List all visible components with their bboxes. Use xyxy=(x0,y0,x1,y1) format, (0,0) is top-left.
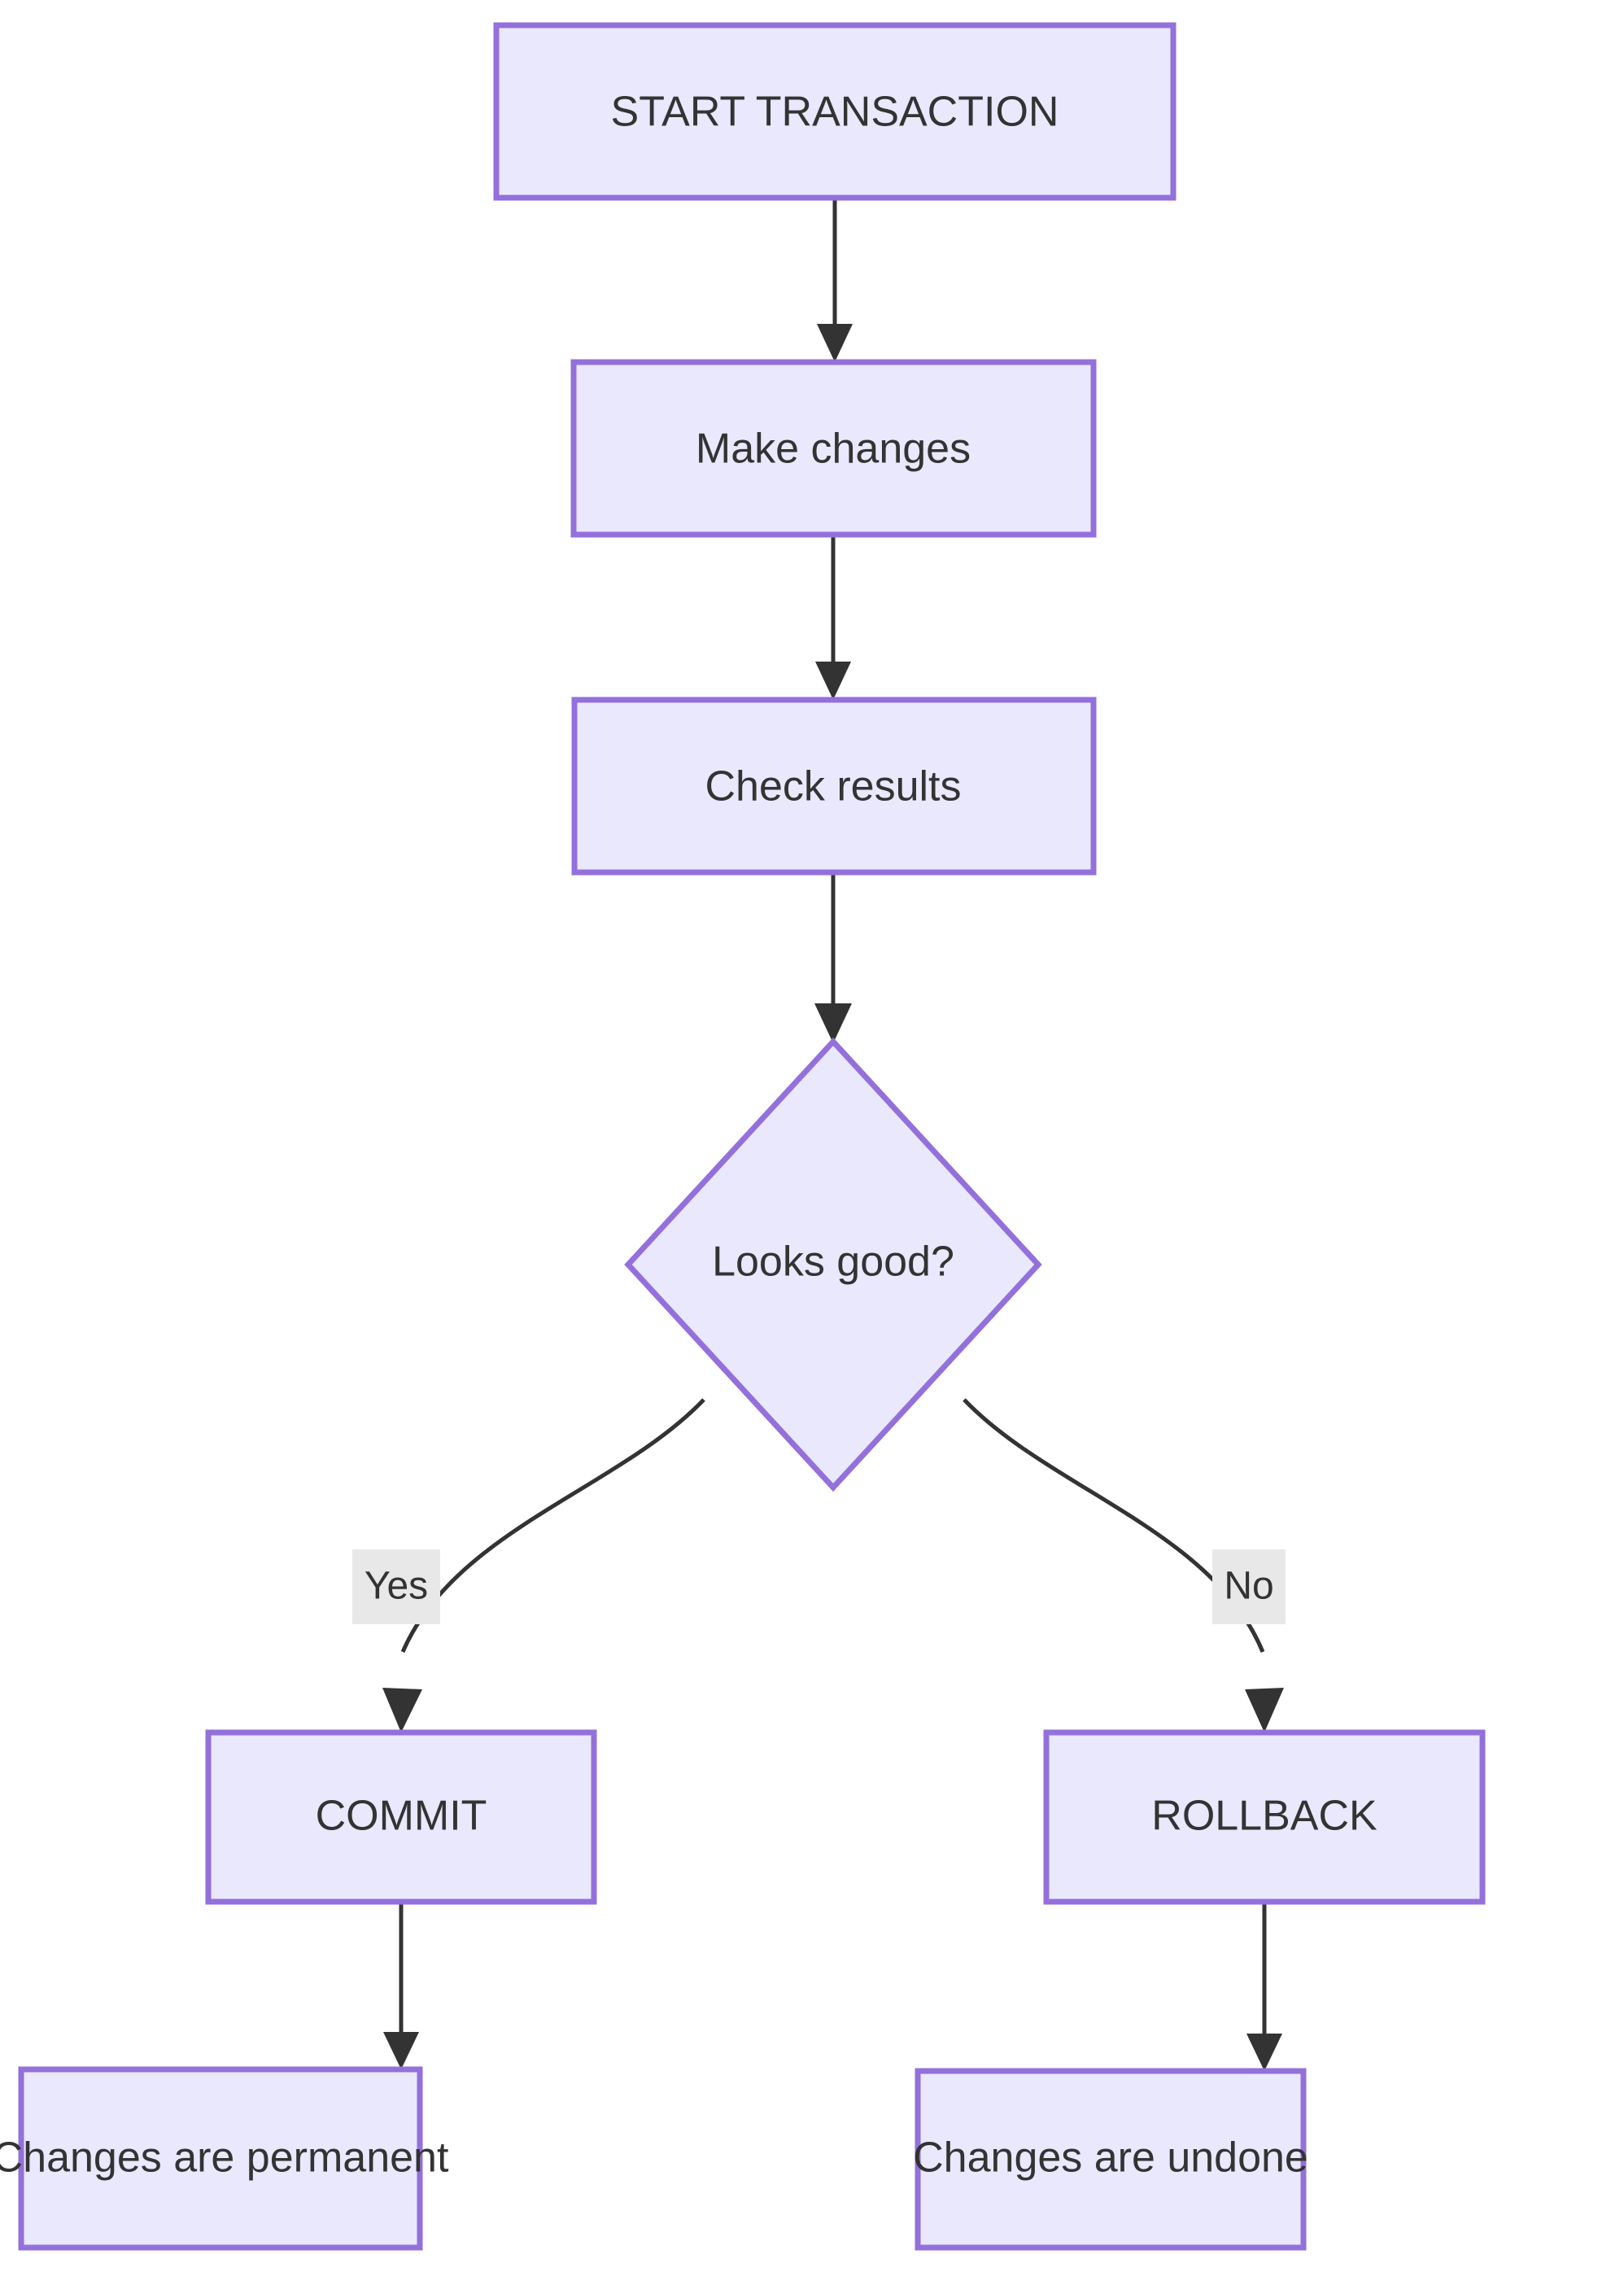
node-changes-are-undone[interactable]: Changes are undone xyxy=(913,2068,1308,2251)
node-box[interactable] xyxy=(205,1729,597,1905)
node-make-changes[interactable]: Make changes xyxy=(570,359,1097,538)
arrow-head-icon xyxy=(815,662,851,700)
arrow-head-icon xyxy=(1245,1688,1284,1732)
edge-label-background xyxy=(352,1549,440,1624)
node-box[interactable] xyxy=(18,2066,423,2251)
node-start-transaction[interactable]: START TRANSACTION xyxy=(493,22,1177,201)
edge-label-background xyxy=(1212,1549,1286,1624)
edge-make-to-check xyxy=(815,535,851,700)
node-diamond[interactable] xyxy=(624,1037,1042,1492)
edge-layer xyxy=(382,198,1284,2071)
edge-rollback-to-undone xyxy=(1246,1902,1282,2071)
edge-label-yes: Yes xyxy=(352,1549,440,1624)
arrow-head-icon xyxy=(814,1003,852,1043)
node-box[interactable] xyxy=(493,22,1177,201)
arrow-head-icon xyxy=(383,2032,419,2069)
node-box[interactable] xyxy=(570,359,1097,538)
node-check-results[interactable]: Check results xyxy=(571,697,1097,876)
edge-start-to-make xyxy=(817,198,853,362)
edge-check-to-decide xyxy=(814,872,852,1043)
node-box[interactable] xyxy=(1043,1729,1486,1905)
arrow-head-icon xyxy=(817,324,853,362)
edge-label-no: No xyxy=(1212,1549,1286,1624)
node-box[interactable] xyxy=(915,2068,1307,2251)
arrow-head-icon xyxy=(382,1688,422,1732)
node-commit[interactable]: COMMIT xyxy=(205,1729,597,1905)
edge-label-layer: Yes No xyxy=(352,1549,1286,1624)
node-changes-are-permanent[interactable]: Changes are permanent xyxy=(0,2066,449,2251)
edge-commit-to-permanent xyxy=(383,1902,419,2069)
arrow-head-icon xyxy=(1246,2034,1282,2071)
node-box[interactable] xyxy=(571,697,1097,876)
node-looks-good-decision[interactable]: Looks good? xyxy=(624,1037,1042,1492)
node-layer: START TRANSACTION Make changes Check res… xyxy=(0,22,1486,2251)
node-rollback[interactable]: ROLLBACK xyxy=(1043,1729,1486,1905)
edge-line xyxy=(400,1398,705,1653)
